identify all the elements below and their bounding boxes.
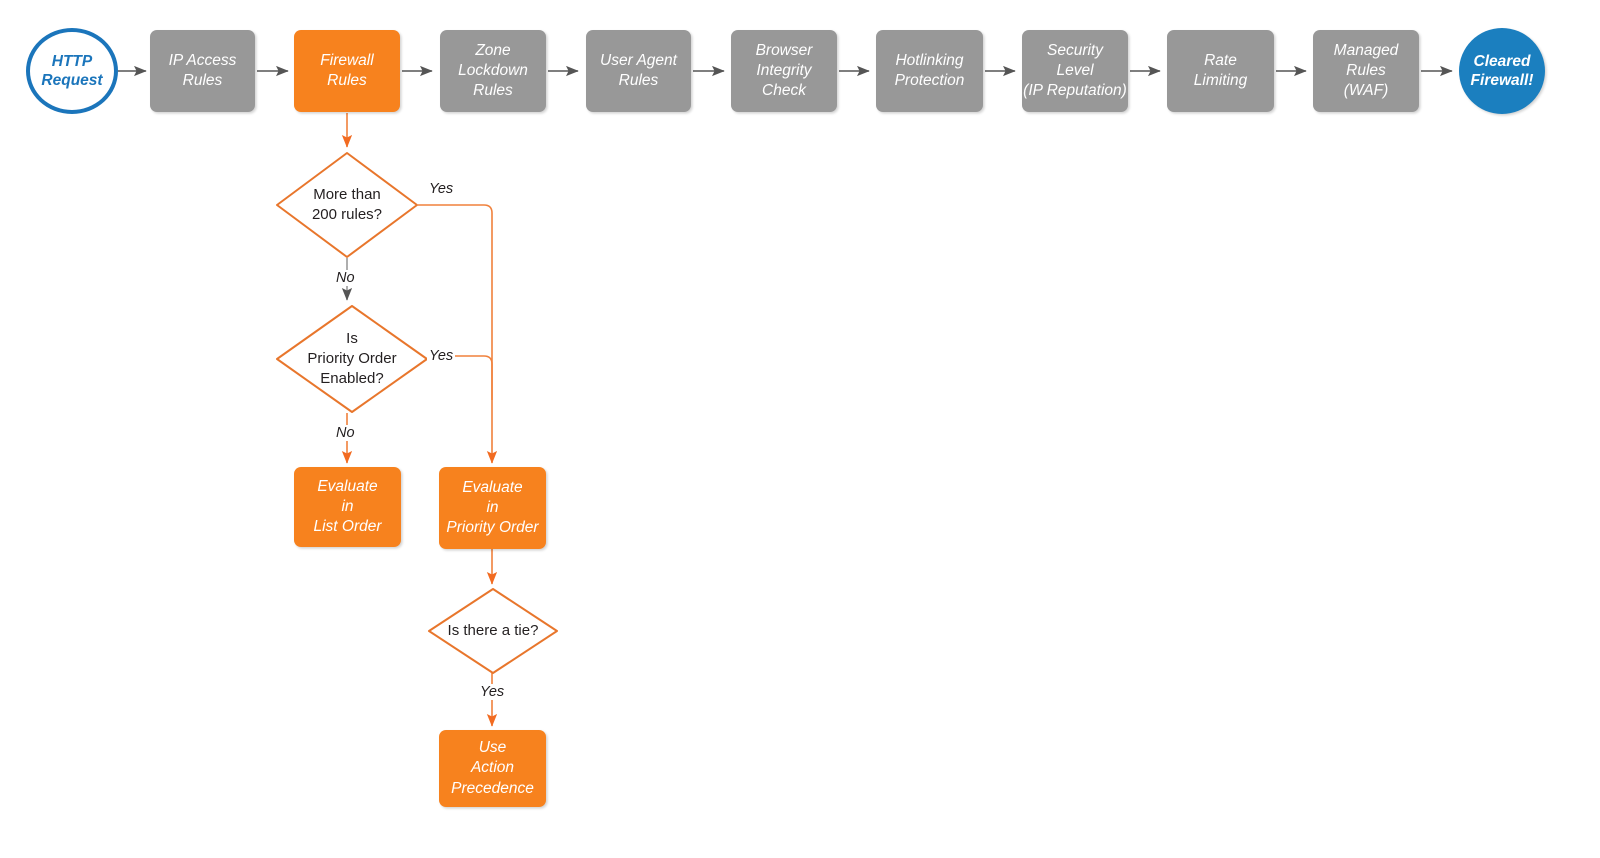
pipeline-step-user-agent-rules[interactable]: User Agent Rules <box>586 30 691 112</box>
decision-label: Is there a tie? <box>447 622 539 640</box>
pipeline-step-label: Security Level (IP Reputation) <box>1023 41 1127 100</box>
edge-label-more-rules-yes: Yes <box>427 181 456 197</box>
outcome-evaluate-in-list-order[interactable]: Evaluate in List Order <box>294 467 401 547</box>
start-node-http-request[interactable]: HTTP Request <box>26 28 118 114</box>
pipeline-step-ip-access-rules[interactable]: IP Access Rules <box>150 30 255 112</box>
decision-more-than-200-rules[interactable]: More than 200 rules? <box>276 152 418 258</box>
edge-label-priority-no: No <box>334 425 357 441</box>
diamond-shape <box>276 152 418 258</box>
pipeline-step-label: Firewall Rules <box>320 51 374 89</box>
pipeline-step-rate-limiting[interactable]: Rate Limiting <box>1167 30 1274 112</box>
pipeline-step-label: Zone Lockdown Rules <box>458 41 528 100</box>
edge-label-more-rules-no: No <box>334 270 357 286</box>
pipeline-step-zone-lockdown-rules[interactable]: Zone Lockdown Rules <box>440 30 546 112</box>
outcome-label: Evaluate in List Order <box>313 477 382 536</box>
pipeline-step-hotlinking-protection[interactable]: Hotlinking Protection <box>876 30 983 112</box>
outcome-evaluate-in-priority-order[interactable]: Evaluate in Priority Order <box>439 467 546 549</box>
decision-is-priority-order-enabled[interactable]: Is Priority Order Enabled? <box>276 305 428 413</box>
end-node-cleared-firewall[interactable]: Cleared Firewall! <box>1459 28 1545 114</box>
decision-label: Is Priority Order Enabled? <box>307 330 397 387</box>
decision-label: More than 200 rules? <box>311 186 383 223</box>
pipeline-step-label: IP Access Rules <box>168 51 237 89</box>
end-node-label: Cleared Firewall! <box>1470 52 1534 89</box>
pipeline-step-managed-rules-waf[interactable]: Managed Rules (WAF) <box>1313 30 1419 112</box>
pipeline-step-label: Browser Integrity Check <box>755 41 813 100</box>
decision-is-there-a-tie[interactable]: Is there a tie? <box>428 588 558 674</box>
edge-label-priority-yes: Yes <box>427 348 456 364</box>
pipeline-step-browser-integrity-check[interactable]: Browser Integrity Check <box>731 30 837 112</box>
outcome-label: Evaluate in Priority Order <box>446 478 539 537</box>
diamond-shape <box>276 305 428 413</box>
edge-decision1-yes <box>418 204 498 464</box>
pipeline-step-label: Managed Rules (WAF) <box>1333 41 1399 100</box>
outcome-use-action-precedence[interactable]: Use Action Precedence <box>439 730 546 807</box>
pipeline-step-label: Hotlinking Protection <box>894 51 965 89</box>
pipeline-step-label: Rate Limiting <box>1193 51 1248 89</box>
pipeline-step-label: User Agent Rules <box>600 51 677 89</box>
start-node-label: HTTP Request <box>41 52 103 89</box>
pipeline-step-security-level[interactable]: Security Level (IP Reputation) <box>1022 30 1128 112</box>
pipeline-step-firewall-rules[interactable]: Firewall Rules <box>294 30 400 112</box>
edge-label-tie-yes: Yes <box>478 684 507 700</box>
outcome-label: Use Action Precedence <box>451 739 534 797</box>
diamond-shape <box>428 588 558 674</box>
